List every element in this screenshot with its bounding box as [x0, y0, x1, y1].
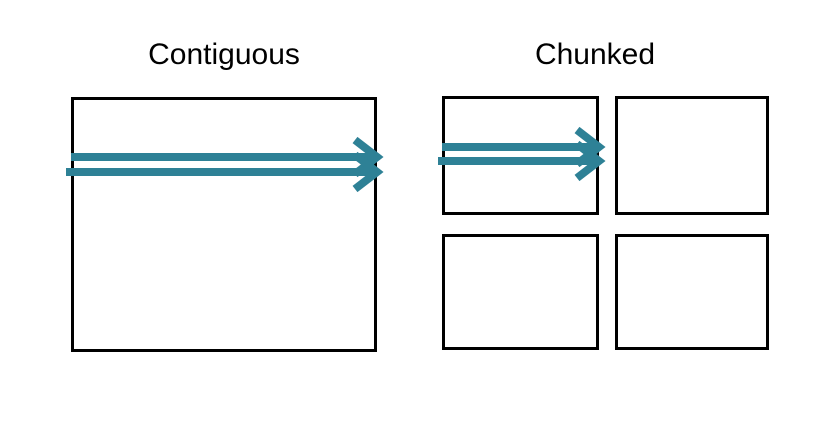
panel-title-contiguous: Contiguous [148, 38, 300, 71]
chunk-block-top-right [615, 96, 769, 215]
chunk-block-bottom-left [442, 234, 599, 350]
chunk-block-top-left [442, 96, 599, 215]
chunk-block-bottom-right [615, 234, 769, 350]
contiguous-memory-block [71, 97, 377, 352]
panel-title-chunked: Chunked [534, 38, 656, 71]
